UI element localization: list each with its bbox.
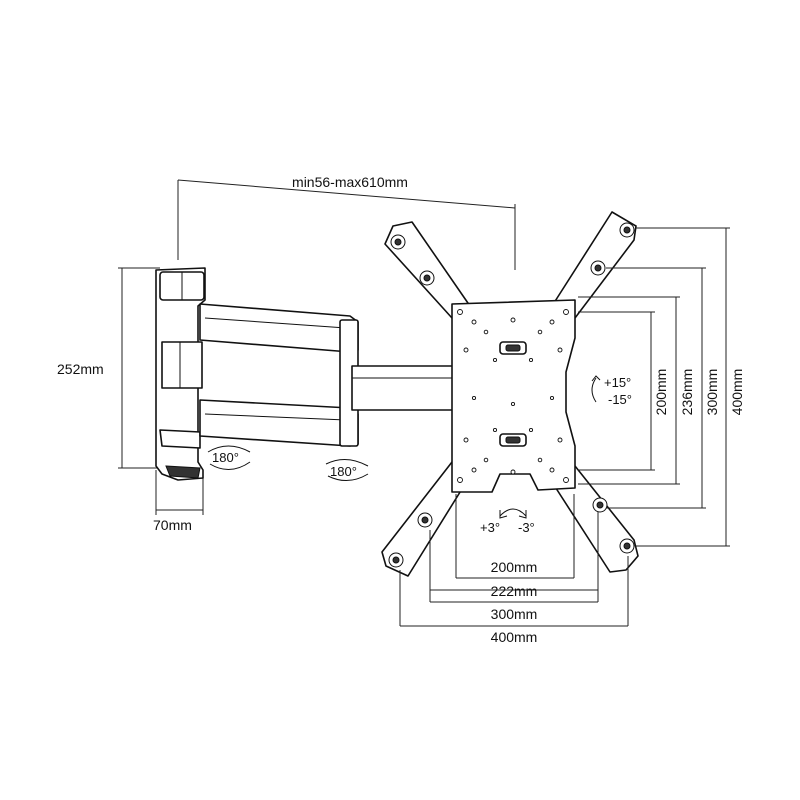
wall-plate-height-label: 252mm (57, 361, 104, 377)
tilt-indicator: +15° -15° (591, 375, 632, 407)
h-dim-200: 200mm (491, 559, 538, 575)
articulating-arms (199, 303, 459, 447)
v-dim-400: 400mm (729, 369, 745, 416)
horizontal-dimensions: 200mm 222mm 300mm 400mm (399, 494, 629, 645)
rotate-plus-label: +3° (480, 520, 500, 535)
v-dim-236: 236mm (679, 369, 695, 416)
swivel-wall-label: 180° (212, 450, 239, 465)
vertical-dimensions: 200mm 236mm 300mm 400mm (578, 227, 745, 547)
h-dim-300: 300mm (491, 606, 538, 622)
h-dim-400: 400mm (491, 629, 538, 645)
tilt-down-label: -15° (608, 392, 632, 407)
tilt-up-label: +15° (604, 375, 631, 390)
wall-plate (155, 267, 206, 481)
wall-plate-depth-dimension: 70mm (153, 470, 204, 533)
v-dim-300: 300mm (704, 369, 720, 416)
vesa-bracket (381, 211, 639, 577)
wall-plate-height-dimension: 252mm (57, 267, 160, 469)
rotate-minus-label: -3° (518, 520, 535, 535)
arm-extension-dimension: min56-max610mm (177, 174, 516, 270)
swivel-wall-indicator: 180° (207, 445, 251, 470)
rotate-indicator: +3° -3° (480, 508, 535, 535)
swivel-arm-indicator: 180° (325, 459, 369, 481)
h-dim-222: 222mm (491, 583, 538, 599)
swivel-arm-label: 180° (330, 464, 357, 479)
wall-plate-depth-label: 70mm (153, 517, 192, 533)
v-dim-200: 200mm (653, 369, 669, 416)
arm-extension-label: min56-max610mm (292, 174, 408, 190)
